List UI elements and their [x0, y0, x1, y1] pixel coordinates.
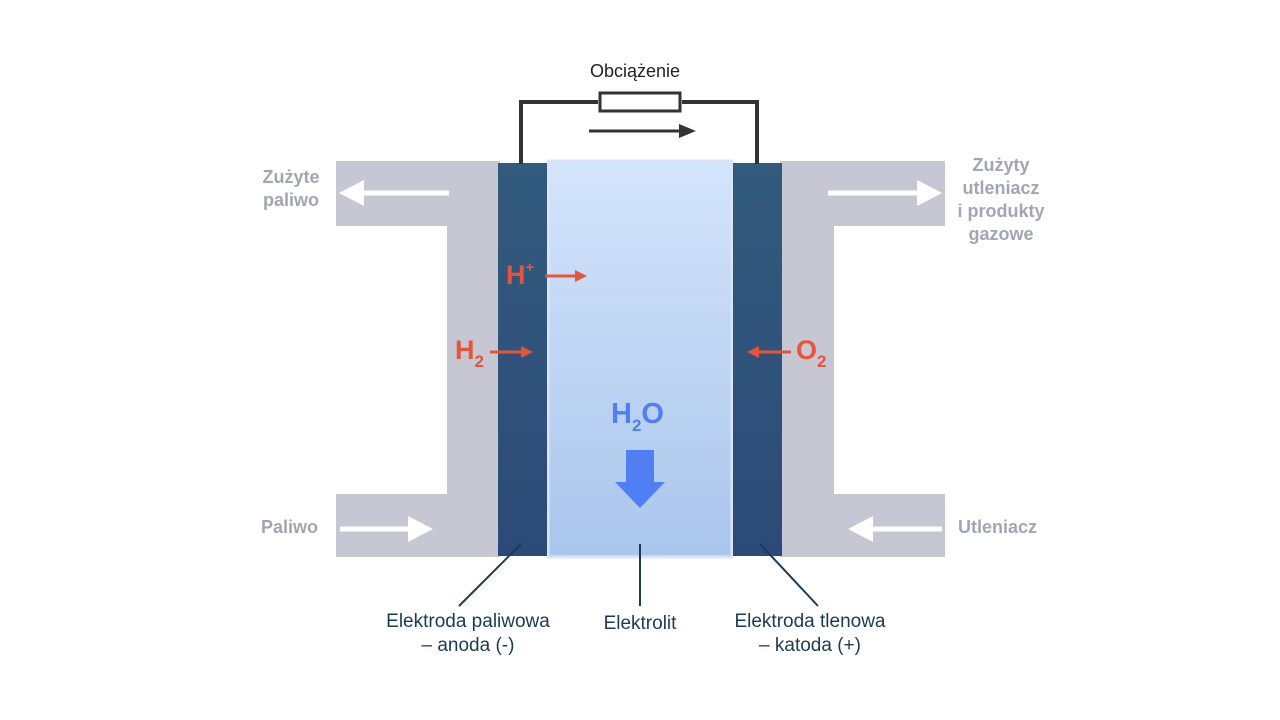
h-plus-arrow-icon [545, 270, 587, 282]
spent-oxidizer-out-arrow-icon [828, 180, 942, 206]
h2-arrow-icon [490, 346, 533, 358]
spent-oxidizer-label: Zużyty utleniacz i produkty gazowe [957, 155, 1045, 244]
anode-housing [336, 161, 500, 557]
o2-label: O2 [796, 335, 827, 371]
load-resistor-icon [598, 91, 682, 113]
cathode-label: Elektroda tlenowa – katoda (+) [734, 611, 886, 656]
load-label: Obciążenie [590, 61, 681, 81]
cathode-leader-line [759, 543, 819, 607]
oxidizer-in-arrow-icon [848, 516, 942, 542]
anode-label: Elektroda paliwowa – anoda (-) [386, 611, 550, 656]
anode-electrode [498, 163, 547, 556]
water-label: H2O [611, 398, 664, 435]
current-direction-arrow-icon [589, 124, 696, 138]
external-circuit-wire [519, 100, 759, 164]
water-down-arrow-icon [615, 450, 665, 508]
electrolyte-label: Elektrolit [603, 613, 677, 634]
spent-fuel-out-arrow-icon [339, 180, 449, 206]
cathode-electrode [733, 163, 782, 556]
anode-leader-line [458, 543, 522, 607]
spent-fuel-label: Zużyte paliwo [262, 167, 320, 210]
fuel-label: Paliwo [261, 517, 319, 537]
h-plus-label: H+ [506, 259, 535, 290]
h2-label: H2 [455, 335, 484, 371]
oxidizer-label: Utleniacz [958, 517, 1038, 537]
fuel-in-arrow-icon [340, 516, 433, 542]
cathode-housing [780, 161, 945, 557]
o2-arrow-icon [747, 346, 791, 358]
